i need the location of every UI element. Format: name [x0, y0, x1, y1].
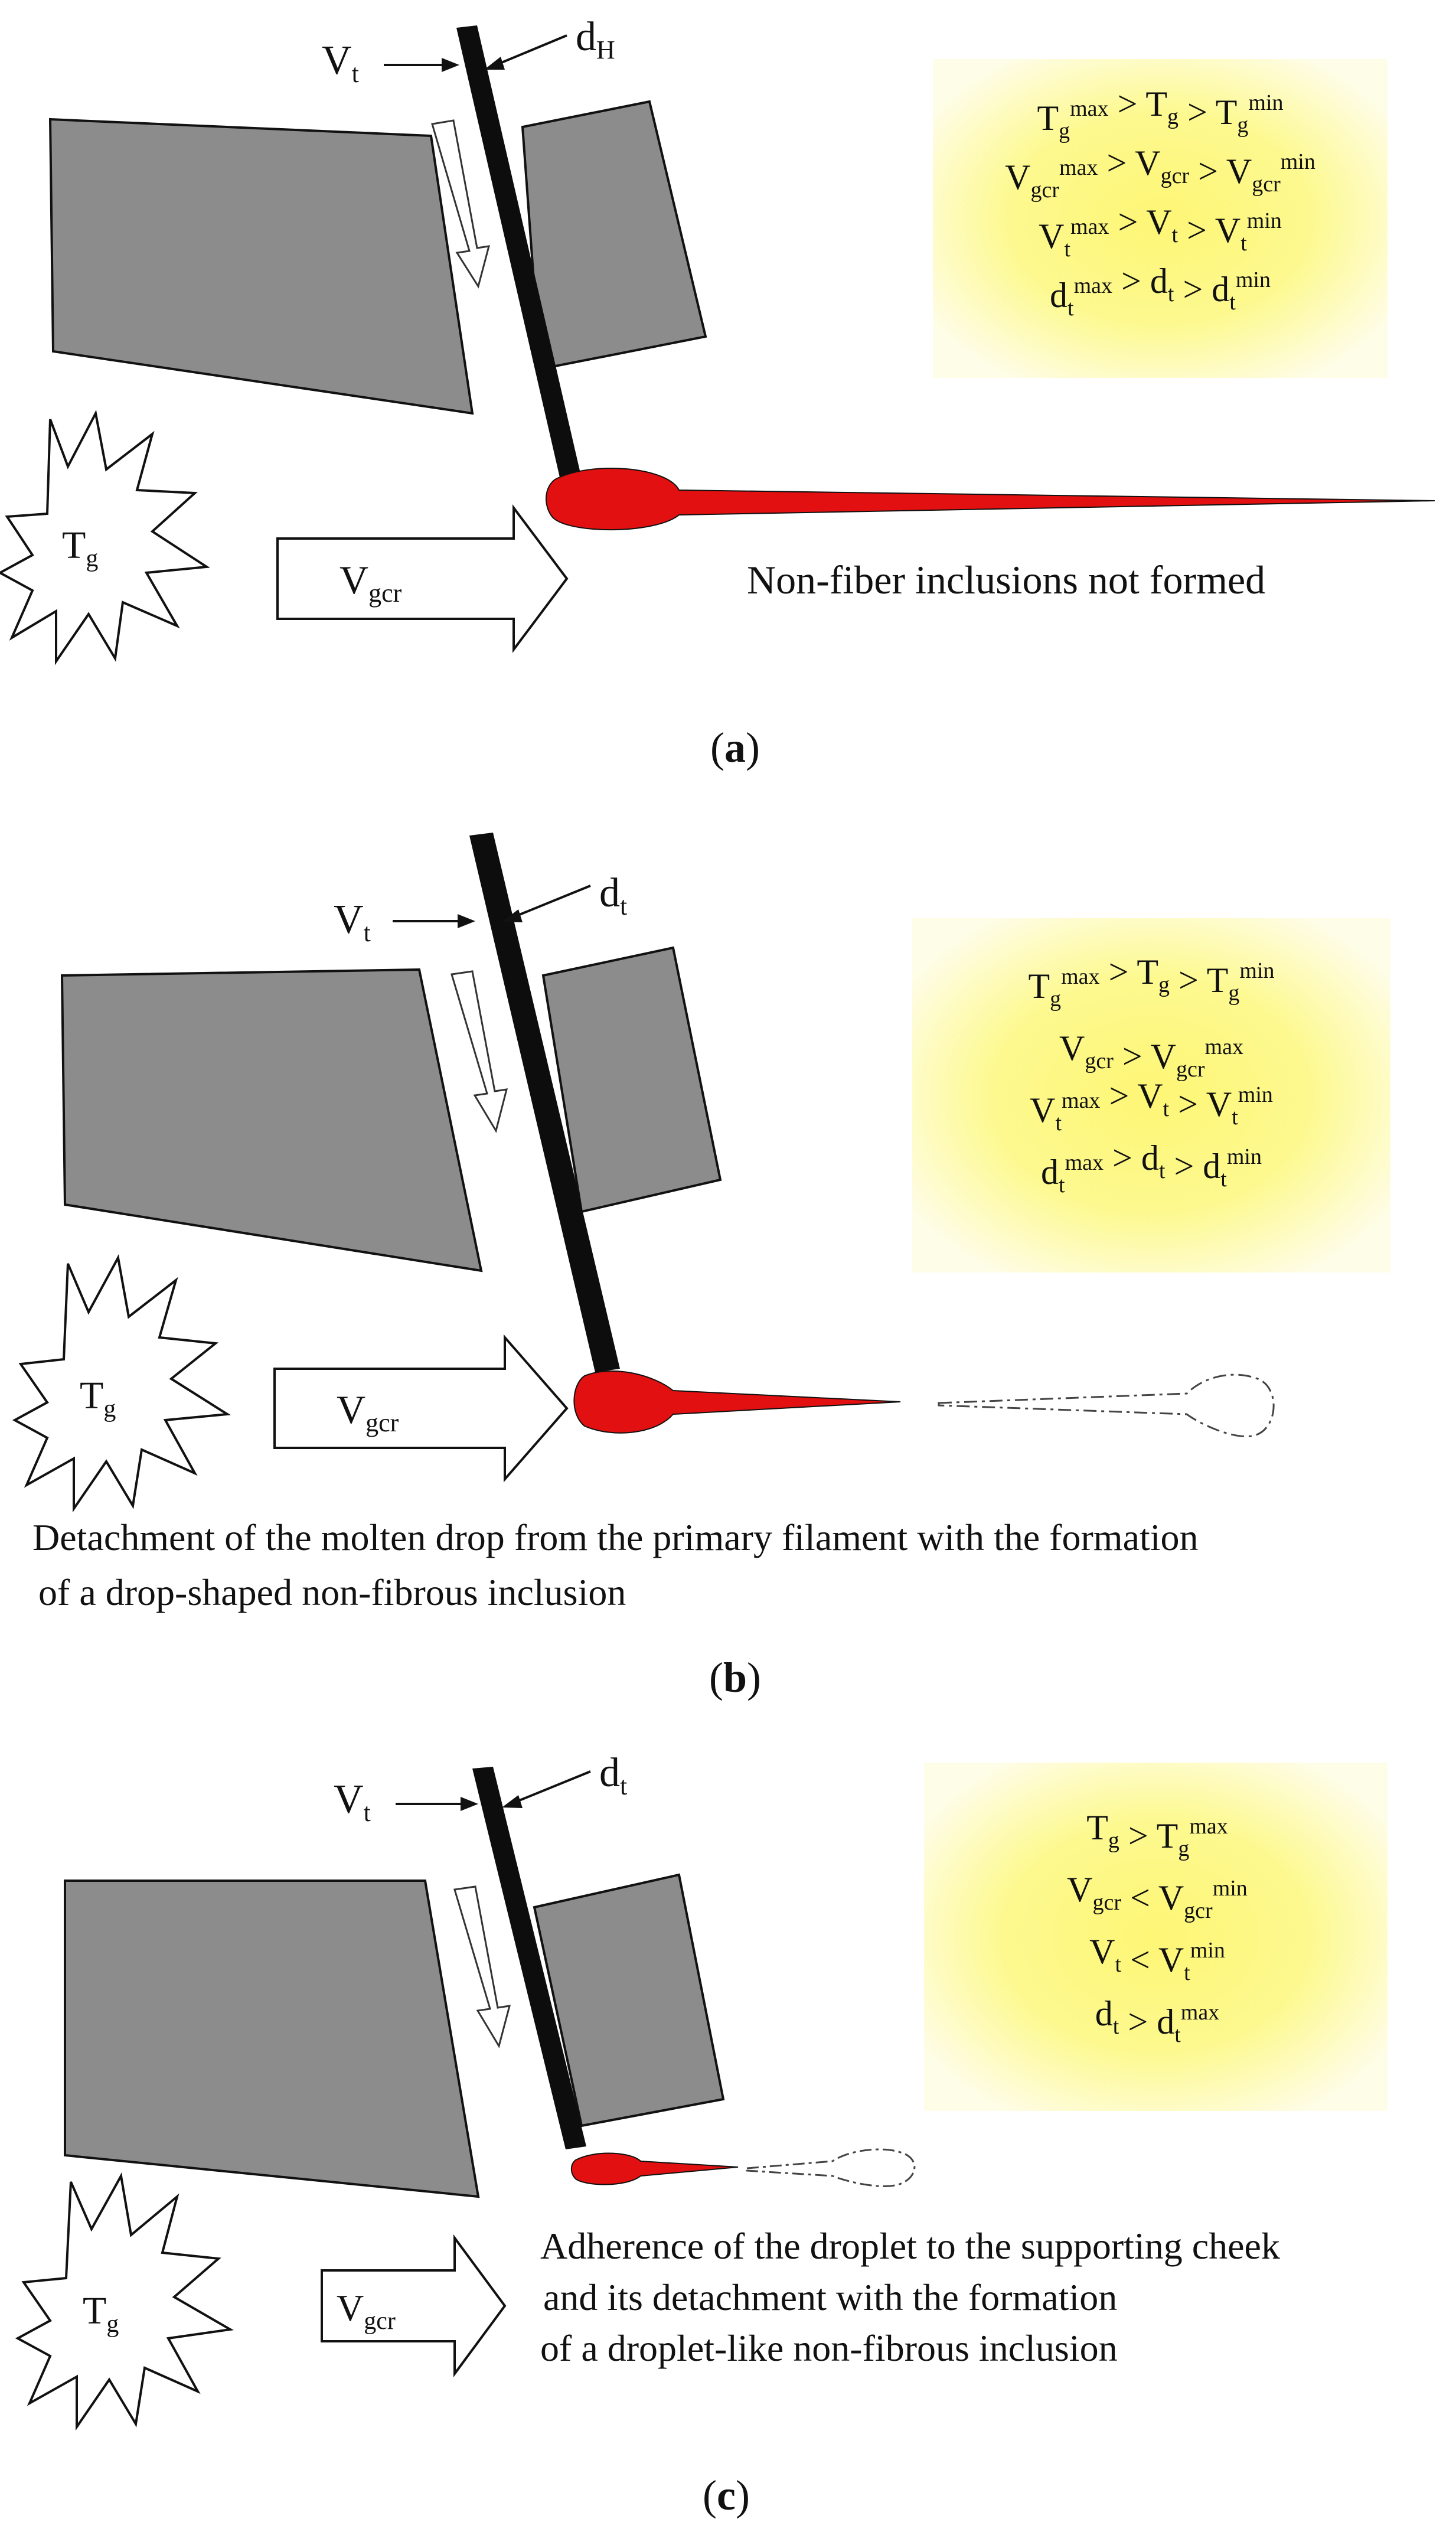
gas-temperature-starburst — [15, 2172, 234, 2431]
note-line: Adherence of the droplet to the supporti… — [540, 2225, 1280, 2267]
diameter-pointer-head — [484, 57, 505, 70]
right-cheek-block — [541, 946, 722, 1213]
diameter-pointer-head — [502, 1795, 523, 1808]
detached-drop-outline — [746, 2148, 916, 2187]
filament-diameter-label: dH — [576, 14, 615, 64]
left-cheek-block — [64, 1880, 480, 2198]
detached-drop-outline — [938, 1373, 1275, 1438]
molten-drop-with-fiber — [570, 2152, 739, 2185]
velocity-pointer-head — [461, 1797, 478, 1811]
panel-c — [15, 1763, 1388, 2431]
note-line: of a droplet-like non-fibrous inclusion — [540, 2327, 1118, 2369]
diameter-pointer — [492, 34, 567, 67]
diameter-pointer-head — [502, 909, 523, 922]
condition-line: Tg > Tgmax — [1086, 1808, 1228, 1861]
primary-filament — [469, 833, 620, 1372]
gas-velocity-label: Vgcr — [337, 1387, 399, 1437]
velocity-pointer-head — [458, 914, 475, 928]
panel-b — [12, 833, 1390, 1513]
filament-velocity-label: Vt — [322, 38, 359, 88]
condition-line: dtmax > dt > dtmin — [1041, 1138, 1262, 1198]
note-line: Non-fiber inclusions not formed — [747, 557, 1265, 602]
molten-drop-with-fiber — [545, 468, 1435, 531]
caption-a: (a) — [710, 724, 760, 771]
panel-a — [0, 25, 1435, 665]
note-line: of a drop-shaped non-fibrous inclusion — [38, 1571, 626, 1613]
gas-velocity-label: Vgcr — [339, 557, 402, 608]
caption-c: (c) — [703, 2472, 750, 2519]
filament-velocity-label: Vt — [334, 897, 371, 947]
condition-line: Vtmax > Vt > Vtmin — [1030, 1076, 1273, 1136]
condition-line: Tgmax > Tg > Tgmin — [1037, 84, 1283, 143]
note-line: and its detachment with the formation — [543, 2276, 1117, 2318]
right-cheek-block — [533, 1873, 725, 2128]
conditions-glow — [924, 1763, 1388, 2111]
condition-line: Vt < Vtmin — [1089, 1932, 1225, 1985]
gas-temperature-label: Tg — [83, 2289, 119, 2338]
gas-temperature-label: Tg — [62, 524, 98, 572]
condition-line: Vgcr < Vgcrmin — [1067, 1870, 1248, 1923]
diameter-pointer — [510, 885, 591, 919]
gas-temperature-starburst — [0, 409, 210, 665]
conditions-glow — [933, 59, 1388, 378]
caption-b: (b) — [709, 1654, 761, 1701]
left-cheek-block — [48, 118, 474, 415]
diameter-pointer — [510, 1770, 591, 1805]
flow-direction-arrow — [431, 119, 491, 289]
gas-flow-arrow — [321, 2234, 507, 2378]
condition-line: dt > dtmax — [1095, 1994, 1219, 2047]
condition-line: dtmax > dt > dtmin — [1050, 262, 1271, 321]
flow-direction-arrow — [450, 970, 508, 1133]
condition-line: Vgcr > Vgcrmax — [1059, 1029, 1243, 1082]
molten-drop-with-fiber — [573, 1370, 901, 1434]
conditions-glow — [912, 918, 1390, 1272]
right-cheek-block — [521, 100, 707, 371]
gas-velocity-label: Vgcr — [337, 2287, 396, 2335]
condition-line: Tgmax > Tg > Tgmin — [1028, 952, 1274, 1012]
flow-direction-arrow — [453, 1885, 511, 2048]
left-cheek-block — [60, 968, 483, 1272]
filament-diameter-label: dt — [599, 1750, 627, 1800]
filament-velocity-label: Vt — [334, 1777, 371, 1827]
note-line: Detachment of the molten drop from the p… — [32, 1516, 1199, 1558]
gas-temperature-label: Tg — [80, 1374, 116, 1422]
gas-temperature-starburst — [12, 1254, 231, 1513]
gas-flow-arrow — [273, 1334, 569, 1483]
primary-filament — [472, 1767, 586, 2149]
filament-diameter-label: dt — [599, 870, 627, 921]
gas-flow-arrow — [276, 504, 569, 653]
primary-filament — [456, 25, 582, 482]
condition-line: Vtmax > Vt > Vtmin — [1039, 203, 1282, 262]
condition-line: Vgcrmax > Vgcr > Vgcrmin — [1005, 143, 1315, 203]
velocity-pointer-head — [442, 58, 459, 72]
